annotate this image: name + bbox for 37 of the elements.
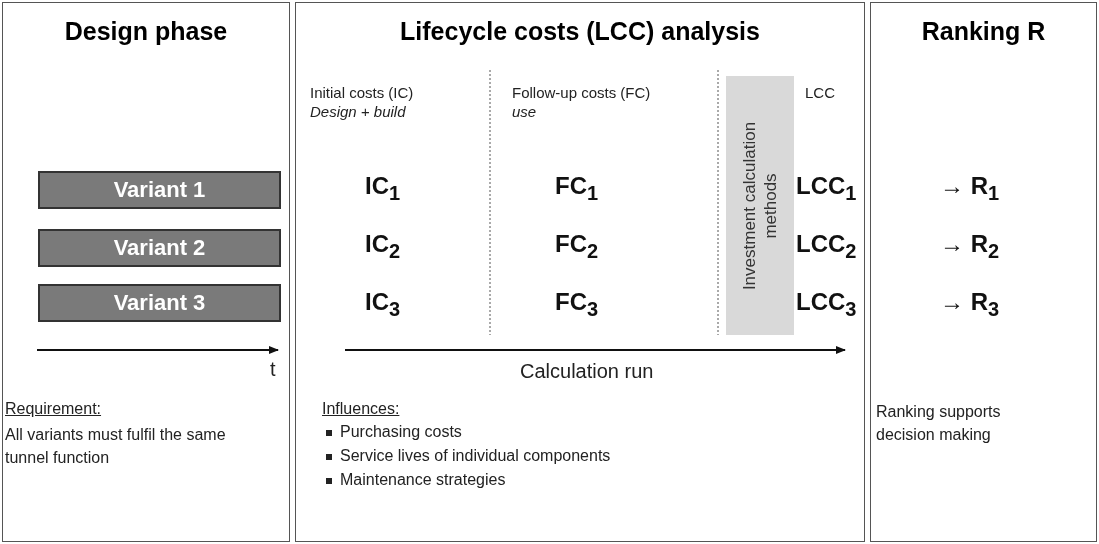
panel-box (870, 2, 1097, 542)
bullet-text: Purchasing costs (340, 423, 462, 441)
panel-heading: Ranking R (920, 17, 1047, 46)
panel-box (2, 2, 290, 542)
note-text: All variants must fulfil the same tunnel function (5, 425, 227, 468)
cost-value: IC$_{3}$ (365, 288, 401, 321)
panel-heading: Design phase (63, 17, 229, 46)
axis-label: Calculation run (520, 360, 654, 383)
note-heading: Requirement: (5, 400, 102, 418)
cost-value: LCC$_{3}$ (796, 288, 857, 321)
column-heading: LCC (805, 84, 835, 101)
cost-value: IC$_{2}$ (365, 230, 401, 263)
panel-heading: Lifecycle costs (LCC) analysis (399, 17, 761, 46)
cost-value: LCC$_{1}$ (796, 172, 857, 205)
bullet-text: Maintenance strategies (340, 471, 506, 489)
cost-value: FC$_{3}$ (555, 288, 599, 321)
rank-value: → R$_{3}$ (940, 288, 1000, 321)
band-label: Investment calculation methods (739, 120, 781, 292)
axis-label: t (270, 358, 276, 381)
cost-value: IC$_{1}$ (365, 172, 401, 205)
cost-value: LCC$_{2}$ (796, 230, 857, 263)
cost-value: FC$_{1}$ (555, 172, 599, 205)
variant-box: Variant 2 (38, 229, 281, 267)
bullet-text: Service lives of individual components (340, 447, 611, 465)
panel-box (295, 2, 865, 542)
column-subheading: use (512, 103, 537, 120)
column-heading: Initial costs (IC) (310, 84, 414, 101)
column-subheading: Design + build (310, 103, 406, 120)
note-heading: Influences: (322, 400, 400, 418)
variant-box: Variant 1 (38, 171, 281, 209)
rank-value: → R$_{2}$ (940, 230, 1000, 263)
variant-box: Variant 3 (38, 284, 281, 322)
note-text: Ranking supports decision making (876, 402, 1002, 445)
cost-value: FC$_{2}$ (555, 230, 599, 263)
column-heading: Follow-up costs (FC) (512, 84, 651, 101)
method-band (726, 76, 794, 335)
rank-value: → R$_{1}$ (940, 172, 1000, 205)
